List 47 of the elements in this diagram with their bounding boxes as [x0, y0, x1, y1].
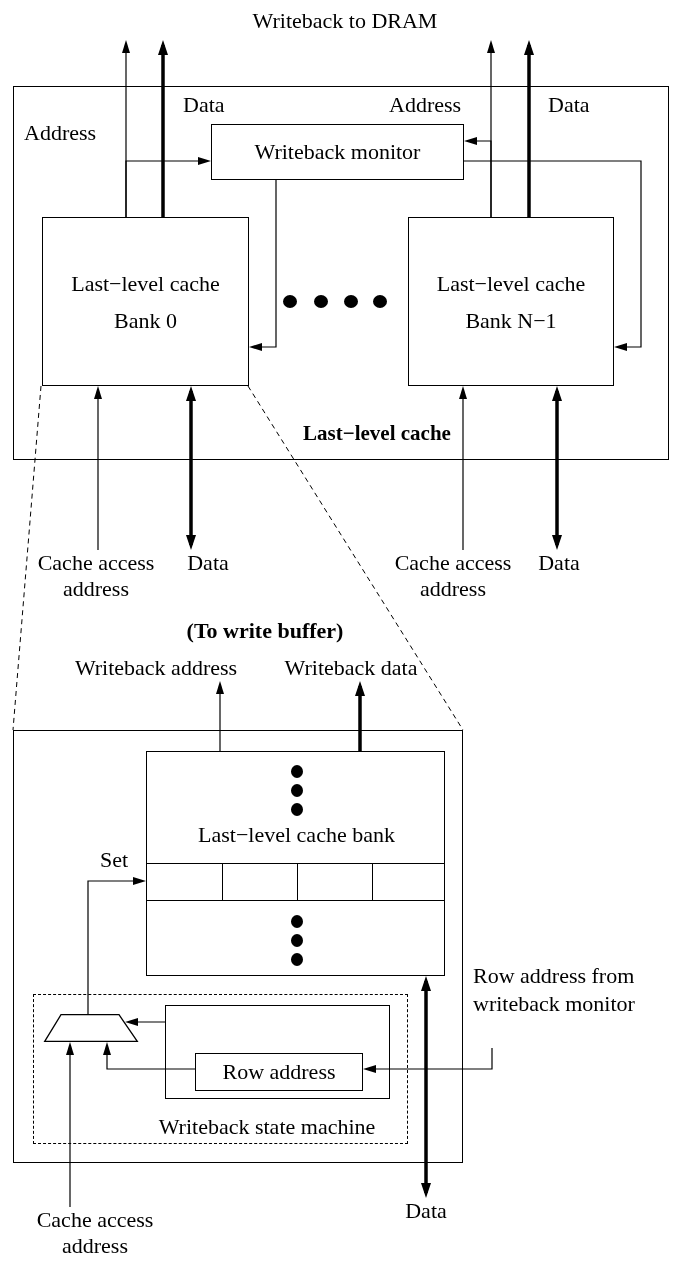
- cache-bank-box: [408, 217, 614, 386]
- register-group-box: [165, 1005, 390, 1099]
- signal-label: Cache access address: [20, 1207, 170, 1261]
- arrow: [355, 681, 365, 751]
- signal-label: Writeback address: [68, 655, 244, 681]
- cache-block-box: [13, 86, 669, 460]
- arrow: [363, 1047, 493, 1073]
- detail-box: [13, 730, 463, 1163]
- zoom-line: [12, 385, 42, 731]
- arrow: [66, 1042, 74, 1208]
- arrow: [249, 179, 277, 351]
- arrow: [459, 386, 467, 551]
- arrow: [186, 386, 196, 550]
- arrow: [464, 137, 492, 218]
- arrow: [87, 877, 146, 1015]
- arrow: [158, 40, 168, 217]
- box-label: Last−level cache: [302, 420, 452, 446]
- arrow: [421, 976, 431, 1198]
- signal-label: Row address from writeback monitor: [473, 962, 679, 1048]
- multiplexer-symbol: [44, 1014, 138, 1042]
- register-box: [195, 1053, 363, 1091]
- box-label: Writeback monitor: [254, 139, 421, 165]
- signal-label: Cache access address: [30, 550, 162, 604]
- box-label: Last−level cache bank: [197, 822, 396, 848]
- signal-label: Data: [536, 550, 582, 576]
- arrow: [103, 1042, 196, 1070]
- box-label: Writeback state machine: [157, 1114, 377, 1140]
- arrow: [125, 157, 211, 218]
- cache-bank-box: [42, 217, 249, 386]
- arrow: [463, 160, 642, 351]
- arrow: [524, 40, 534, 217]
- signal-label: Data: [403, 1198, 449, 1224]
- arrow: [552, 386, 562, 550]
- box-label: Row address: [222, 1059, 336, 1085]
- signal-label: Cache access address: [388, 550, 518, 604]
- dashed-group-box: [33, 994, 408, 1144]
- signal-label: Writeback data: [280, 655, 422, 681]
- process-box: [211, 124, 464, 180]
- box-label: Last−level cache Bank 0: [70, 269, 221, 335]
- cache-bank-box: [146, 751, 445, 976]
- arrow: [216, 681, 224, 752]
- heading-label: Writeback to DRAM: [251, 8, 439, 34]
- box-label: Last−level cache Bank N−1: [435, 269, 587, 335]
- arrow: [94, 386, 102, 551]
- note-label: (To write buffer): [185, 618, 345, 644]
- arrow: [125, 1018, 166, 1026]
- signal-label: Data: [185, 550, 231, 576]
